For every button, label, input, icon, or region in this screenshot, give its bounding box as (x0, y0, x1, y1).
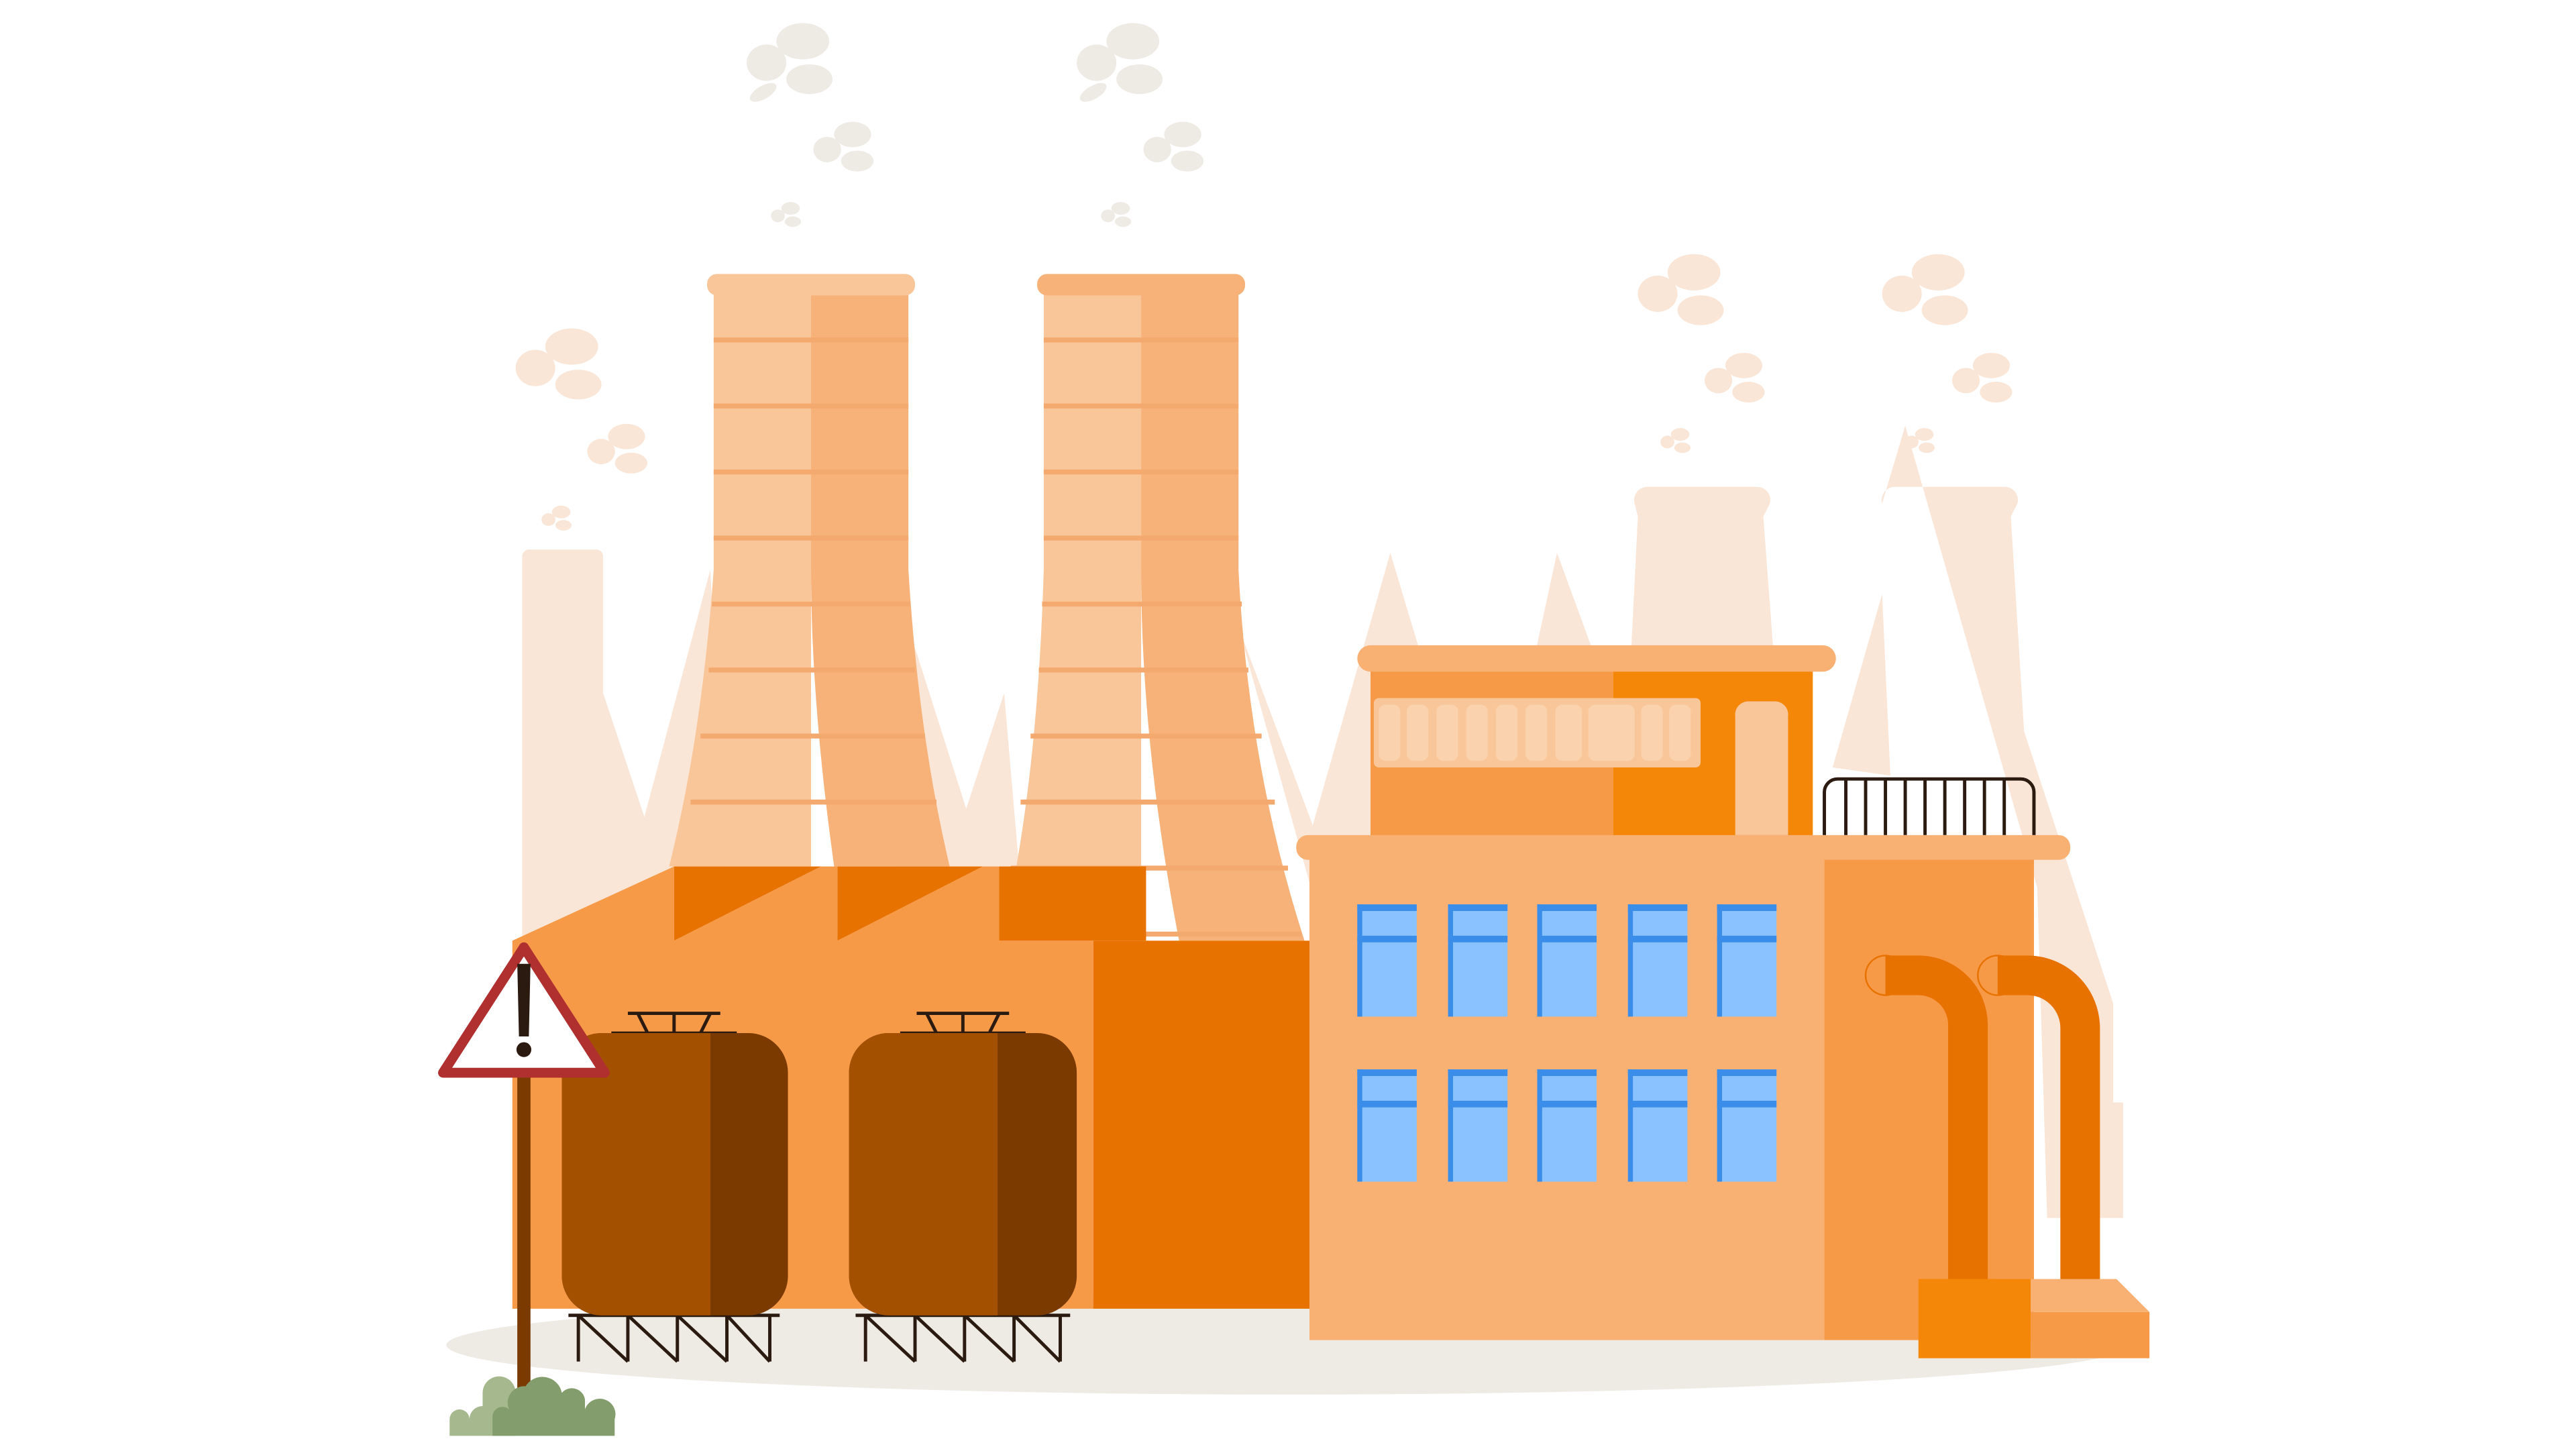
storage-tank-icon (561, 1012, 788, 1363)
warning-sign-icon (438, 942, 610, 1395)
cooling-tower-icon (1000, 274, 1305, 941)
pipe-base-box (1918, 1279, 2150, 1358)
window (1717, 1069, 1777, 1182)
storage-tank-icon (849, 1012, 1077, 1363)
door (1735, 701, 1788, 835)
window (1627, 1069, 1688, 1182)
window (1717, 904, 1777, 1017)
window (1357, 904, 1417, 1017)
bush-icon (449, 1376, 616, 1436)
window (1537, 1069, 1597, 1182)
cooling-tower-icon (669, 274, 950, 867)
pipes (1864, 955, 2100, 1289)
window (1627, 904, 1688, 1017)
smoke-icon (515, 23, 2012, 531)
window (1448, 1069, 1508, 1182)
window (1537, 904, 1597, 1017)
main-factory-building (1296, 645, 2071, 1340)
window (1357, 1069, 1417, 1182)
windows (1357, 904, 1777, 1182)
window (1448, 904, 1508, 1017)
roof-railing (1823, 777, 2036, 835)
